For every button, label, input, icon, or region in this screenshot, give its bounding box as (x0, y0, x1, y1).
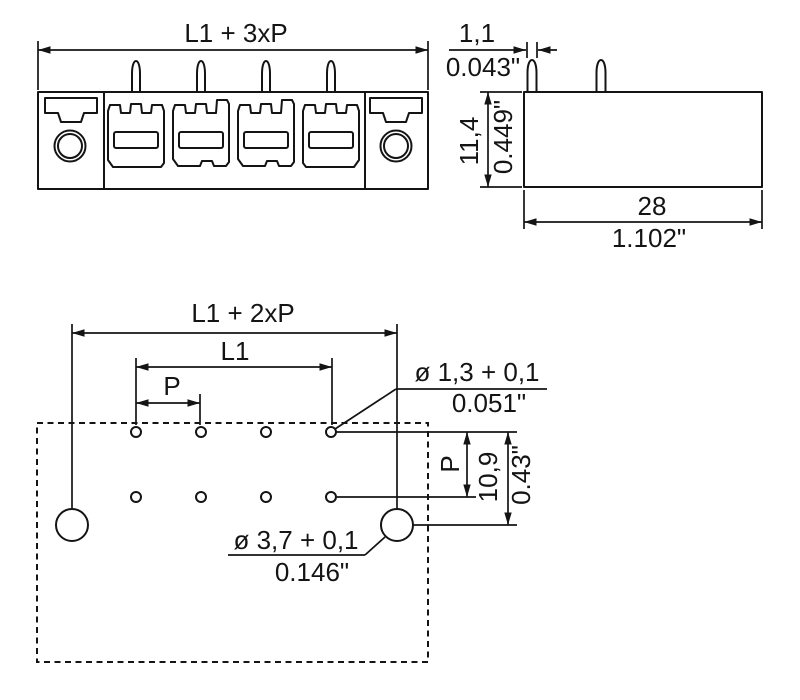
module-slot (113, 131, 159, 149)
mounting-screw-hole-inner (57, 133, 83, 159)
leader-line (364, 536, 386, 556)
mounting-screw-hole (53, 129, 87, 163)
inner-span-label: L1 (221, 336, 250, 366)
flange-hole-diameter-inch-label: 0.146" (275, 557, 349, 587)
plug-module (107, 103, 165, 168)
pin-hole (260, 491, 272, 503)
pin-hole-diameter-inch-label: 0.051" (452, 388, 526, 418)
plug-modules (107, 99, 360, 168)
module-slot (178, 131, 224, 149)
pin-holes-row2 (130, 491, 337, 503)
pin-width-mm-label: 1,1 (459, 18, 495, 48)
connector-body (37, 91, 429, 190)
connector-body-side (523, 91, 763, 188)
pin-width-inch-label: 0.043" (446, 52, 520, 82)
front-view: L1 + 3xP (37, 18, 429, 190)
pin-hole (260, 426, 272, 438)
pin-hole (325, 426, 337, 438)
module-slot (308, 131, 354, 149)
row-offset-inch-label: 0.43" (506, 445, 536, 505)
module-slot (243, 131, 289, 149)
pin-hole (130, 426, 142, 438)
outer-span-label: L1 + 2xP (191, 298, 294, 328)
flange-drill-hole (380, 508, 414, 542)
body-height-inch-label: 0.449" (488, 100, 518, 174)
mounting-flange-slot (44, 97, 98, 123)
side-view: 1,1 0.043" 11,4 0.449" 28 1.102" (446, 18, 763, 253)
mounting-screw-hole (379, 129, 413, 163)
pin-hole (195, 491, 207, 503)
solder-pin (326, 60, 336, 93)
pin-hole (130, 491, 142, 503)
row-pitch-label: P (435, 455, 465, 472)
solder-pin (526, 59, 538, 93)
pin-hole (325, 491, 337, 503)
row-offset-mm-label: 10,9 (473, 452, 503, 503)
leader-line (334, 388, 397, 430)
solder-pin (595, 59, 607, 93)
mounting-screw-hole-inner (383, 133, 409, 159)
pin-holes-row1 (130, 426, 337, 438)
pitch-label: P (163, 371, 180, 401)
body-depth-mm-label: 28 (638, 191, 667, 221)
solder-pins (131, 60, 336, 93)
solder-pin (131, 60, 141, 93)
pin-hole (195, 426, 207, 438)
footprint-view: L1 + 2xP L1 P P (36, 298, 547, 663)
plug-module (237, 99, 295, 167)
flange-hole-diameter-mm-label: ø 3,7 + 0,1 (233, 525, 358, 555)
flange-drill-hole (55, 508, 89, 542)
plug-module (302, 103, 360, 168)
mounting-flange-slot (369, 97, 423, 123)
solder-pin (261, 60, 271, 93)
body-height-mm-label: 11,4 (454, 117, 484, 166)
pin-hole-diameter-mm-label: ø 1,3 + 0,1 (414, 357, 539, 387)
body-depth-inch-label: 1.102" (612, 223, 686, 253)
solder-pin (196, 60, 206, 93)
front-total-width-label: L1 + 3xP (184, 18, 287, 48)
plug-module (172, 99, 230, 167)
